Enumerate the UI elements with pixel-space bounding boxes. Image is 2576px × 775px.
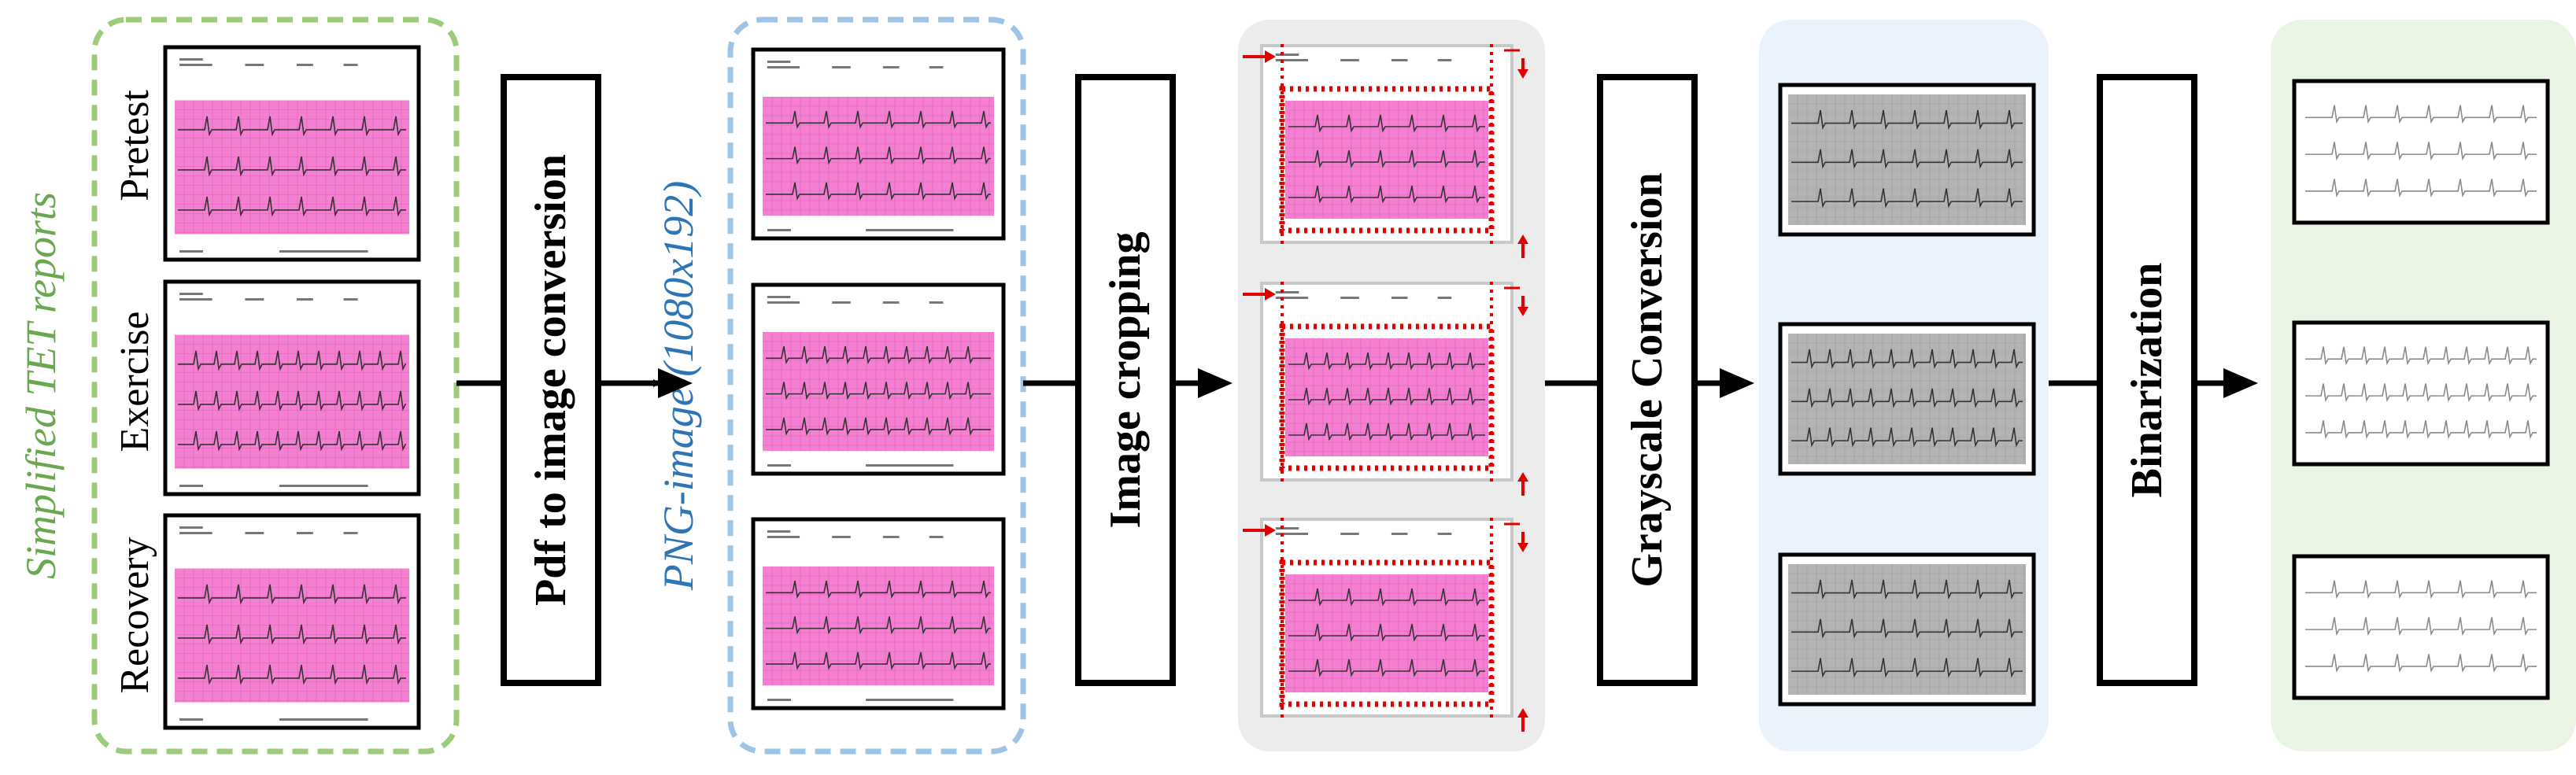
tet-reports-label: Simplified TET reports (17, 192, 65, 579)
grayscale-image-thumbnails (1778, 83, 2036, 707)
phase-label-recovery: Recovery (113, 537, 157, 693)
step-pdf-to-image-label: Pdf to image conversion (527, 154, 575, 606)
png-image-recovery (751, 517, 1006, 710)
phase-label-pretest: Pretest (113, 90, 157, 201)
grayscale-image-exercise (1778, 322, 2036, 476)
tet-report-recovery (163, 513, 421, 730)
step-grayscale-conversion: Grayscale Conversion (1597, 74, 1698, 686)
step-image-cropping: Image cropping (1075, 74, 1176, 686)
binarized-image-exercise (2292, 320, 2550, 467)
arrow-grayscale-to-gray-head (1720, 368, 1754, 398)
binarized-image-thumbnails (2292, 79, 2550, 700)
arrow-binarization-to-bin-head (2223, 368, 2258, 398)
png-image-exercise (751, 282, 1006, 476)
tet-report-pretest (163, 45, 421, 262)
binarized-image-pretest (2292, 79, 2550, 225)
grayscale-image-recovery (1778, 552, 2036, 707)
grayscale-image-pretest (1778, 83, 2036, 237)
binarized-image-recovery (2292, 554, 2550, 700)
phase-label-exercise: Exercise (113, 311, 157, 452)
png-image-pretest (751, 47, 1006, 241)
tet-report-exercise (163, 279, 421, 496)
step-binarization: Binarization (2097, 74, 2197, 686)
cropped-image-recovery (1243, 518, 1528, 732)
cropped-image-thumbnails (1243, 44, 1528, 732)
step-grayscale-conversion-label: Grayscale Conversion (1623, 172, 1672, 587)
arrow-cropping-to-cropped-head (1198, 368, 1233, 398)
tet-report-thumbnails (163, 45, 421, 730)
cropped-image-pretest (1243, 44, 1528, 258)
arrow-pdf-to-png-head (658, 368, 693, 398)
step-image-cropping-label: Image cropping (1101, 232, 1150, 529)
step-binarization-label: Binarization (2123, 263, 2171, 498)
png-image-thumbnails (751, 47, 1006, 710)
cropped-image-exercise (1243, 282, 1528, 496)
step-pdf-to-image: Pdf to image conversion (501, 74, 601, 686)
